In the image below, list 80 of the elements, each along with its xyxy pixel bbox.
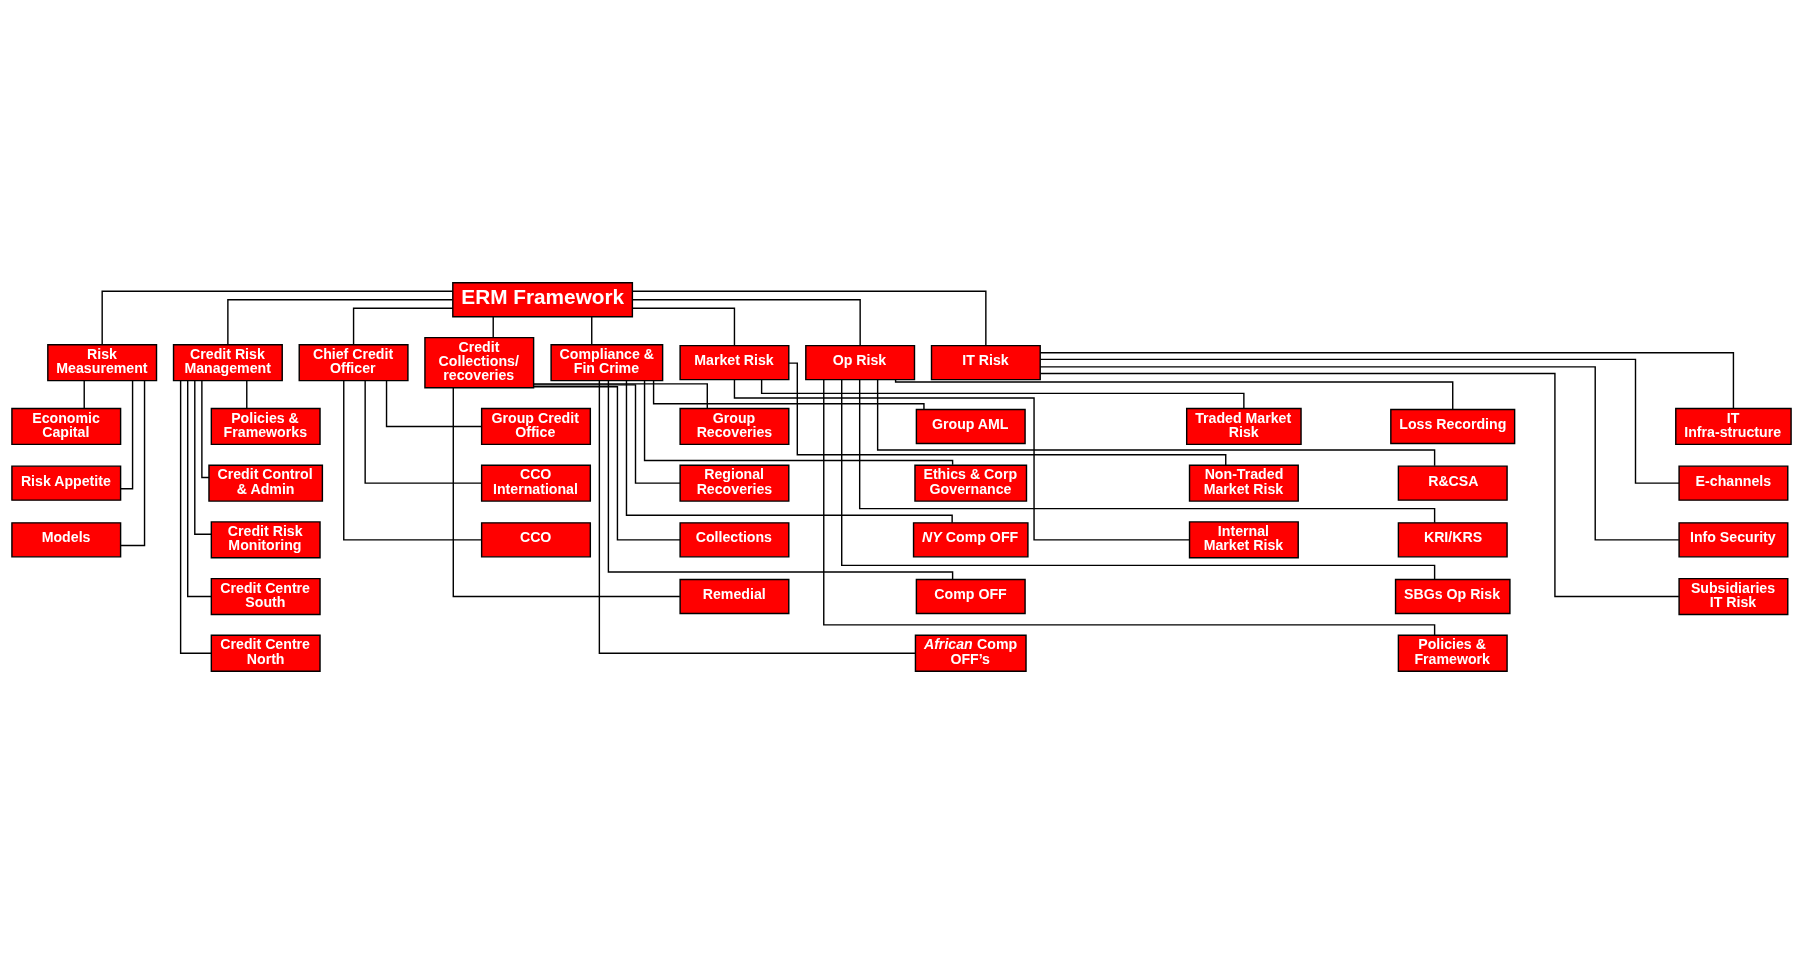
node-box: Regional Recoveries <box>679 464 790 502</box>
connector <box>1039 351 1735 409</box>
connector <box>591 315 593 345</box>
node-box: Credit Centre North <box>210 634 321 672</box>
connector <box>101 290 454 345</box>
connector <box>858 378 1436 523</box>
node-box: ERM Framework <box>452 281 634 317</box>
node-box: SBGs Op Risk <box>1394 578 1511 614</box>
node-box: Subsidiaries IT Risk <box>1678 577 1789 615</box>
node-box: IT Infra-structure <box>1675 407 1792 445</box>
node-box: NY Comp OFF <box>912 521 1029 558</box>
node-box: IT Risk <box>930 344 1041 380</box>
connector <box>452 386 681 597</box>
node-box: African Comp OFF’s <box>914 634 1027 672</box>
node-box: R&CSA <box>1397 464 1508 501</box>
node-box: Risk Measurement <box>47 343 158 381</box>
connector <box>823 378 1436 636</box>
connector <box>607 379 954 580</box>
node-box: Policies & Frameworks <box>210 407 321 445</box>
connector <box>201 379 210 478</box>
node-box: KRI/KRS <box>1397 521 1508 558</box>
connector <box>788 361 1227 466</box>
connector <box>1039 365 1680 541</box>
connector <box>631 307 736 346</box>
connector <box>246 379 248 409</box>
node-box: Group AML <box>915 408 1026 444</box>
connector <box>194 379 212 535</box>
connector <box>492 315 494 338</box>
connector <box>179 379 213 654</box>
connector <box>625 379 953 523</box>
connector <box>533 382 708 409</box>
connector <box>876 378 1436 467</box>
node-box: Info Security <box>1678 521 1789 558</box>
node-box: Ethics & Corp Governance <box>914 464 1028 502</box>
connector <box>533 383 681 484</box>
node-box: Credit Control & Admin <box>208 464 324 502</box>
node-box: Traded Market Risk <box>1186 407 1302 445</box>
node-box: Models <box>11 521 122 558</box>
node-box: Credit Risk Monitoring <box>210 520 321 558</box>
node-box: Credit Centre South <box>210 577 321 615</box>
node-box: Market Risk <box>679 344 790 380</box>
node-box: Credit Risk Management <box>172 343 283 381</box>
connector <box>643 379 954 466</box>
connector <box>841 378 1436 580</box>
connector <box>120 379 134 489</box>
node-box: Group Credit Office <box>480 407 592 445</box>
connector <box>343 379 483 541</box>
node-box: Internal Market Risk <box>1188 520 1299 558</box>
node-box: Comp OFF <box>915 578 1026 614</box>
node-box: E-channels <box>1678 464 1789 501</box>
connector <box>364 379 483 484</box>
connector <box>894 378 1454 410</box>
node-box: Collections <box>679 521 790 558</box>
node-box: Op Risk <box>805 344 916 380</box>
connector <box>1039 372 1680 597</box>
node-box: Group Recoveries <box>679 407 790 445</box>
node-box: Loss Recording <box>1390 408 1516 444</box>
node-box: Risk Appetite <box>11 464 122 501</box>
connector <box>227 298 454 345</box>
node-box: Economic Capital <box>11 407 122 445</box>
node-box: Remedial <box>679 578 790 614</box>
node-box: Non-Traded Market Risk <box>1188 464 1299 502</box>
connector <box>760 378 1245 409</box>
connector <box>733 378 1190 541</box>
connector <box>598 379 916 654</box>
node-box: CCO International <box>480 464 592 502</box>
connector <box>533 385 681 541</box>
node-box: Policies & Framework <box>1397 634 1508 672</box>
connector <box>631 290 987 346</box>
connector <box>83 379 85 409</box>
connector <box>632 298 861 346</box>
connector <box>352 307 454 345</box>
connector <box>652 379 925 410</box>
node-box: Chief Credit Officer <box>298 343 409 381</box>
node-box: CCO <box>480 521 592 558</box>
connector <box>187 379 212 597</box>
connector <box>1039 358 1680 484</box>
node-box: Compliance & Fin Crime <box>550 343 664 381</box>
connector <box>385 379 483 427</box>
node-box: Credit Collections/ recoveries <box>424 336 535 388</box>
